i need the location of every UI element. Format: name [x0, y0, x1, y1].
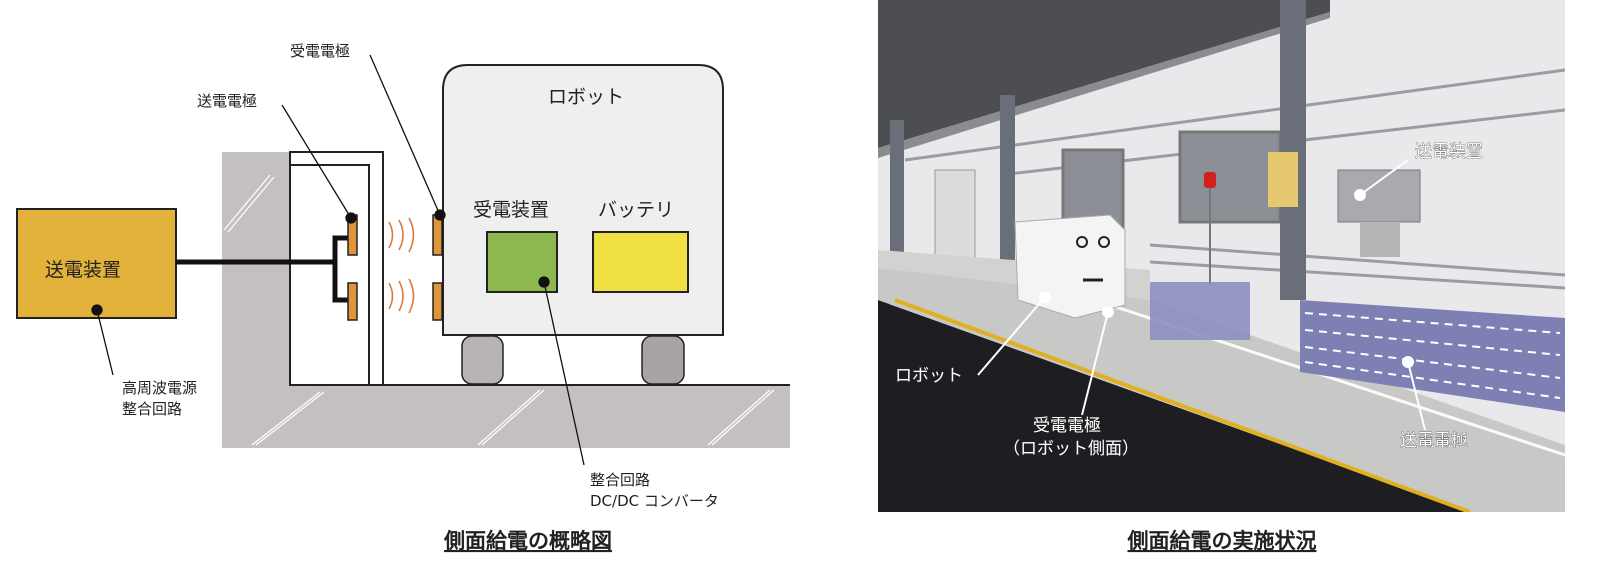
transmit-electrode-lower	[347, 282, 358, 321]
robot-wheel-right	[641, 335, 685, 385]
hf-source-label-1: 高周波電源	[122, 379, 197, 397]
photo-caption: 側面給電の実施状況	[1127, 529, 1317, 553]
schematic-diagram: 送電装置 ロボット 受電装置 バッテリ	[16, 42, 790, 553]
robot-wheel-left	[461, 335, 504, 385]
battery-label: バッテリ	[598, 199, 674, 221]
robot-label: ロボット	[548, 86, 624, 108]
battery-box	[592, 231, 689, 293]
site-photo: 送電装置 ロボット 受電電極 （ロボット側面） 送電電極 側面給電の実施状況	[878, 0, 1565, 553]
wall-inner-frame	[290, 164, 370, 385]
photo-robot-label: ロボット	[895, 366, 963, 386]
photo-transmitter-label: 送電装置	[1415, 142, 1483, 162]
photo-receive-electrode-label-2: （ロボット側面）	[1003, 439, 1139, 459]
receive-electrode-label: 受電電極	[290, 42, 350, 60]
receiver-unit-label: 受電装置	[473, 199, 549, 221]
photo-transmit-electrode-panel	[1300, 300, 1565, 412]
sidewalk	[878, 268, 1565, 512]
hf-source-label-2: 整合回路	[122, 400, 182, 418]
photo-leader-lines	[977, 159, 1426, 431]
photo-robot	[1014, 214, 1126, 319]
receive-electrode-lower	[432, 282, 443, 321]
photo-transmitter	[1337, 169, 1421, 223]
transmitter-box-label: 送電装置	[45, 259, 121, 281]
window	[1178, 130, 1282, 224]
hatch-marks	[223, 174, 775, 446]
photo-transmit-electrode-label: 送電電極	[1400, 431, 1468, 451]
diagram-caption: 側面給電の概略図	[443, 529, 612, 553]
transmit-electrode-label: 送電電極	[197, 92, 257, 110]
matching-label-2: DC/DC コンバータ	[590, 492, 719, 510]
receive-electrode-upper	[432, 214, 443, 256]
photo-transmit-electrode-panel	[1150, 282, 1250, 340]
photo-receive-electrode-label-1: 受電電極	[1033, 416, 1101, 436]
canopy	[878, 0, 1330, 148]
leader-lines	[91, 54, 585, 466]
transmitter-box	[16, 208, 177, 319]
power-wave-icon	[388, 217, 415, 314]
matching-label-1: 整合回路	[590, 471, 650, 489]
